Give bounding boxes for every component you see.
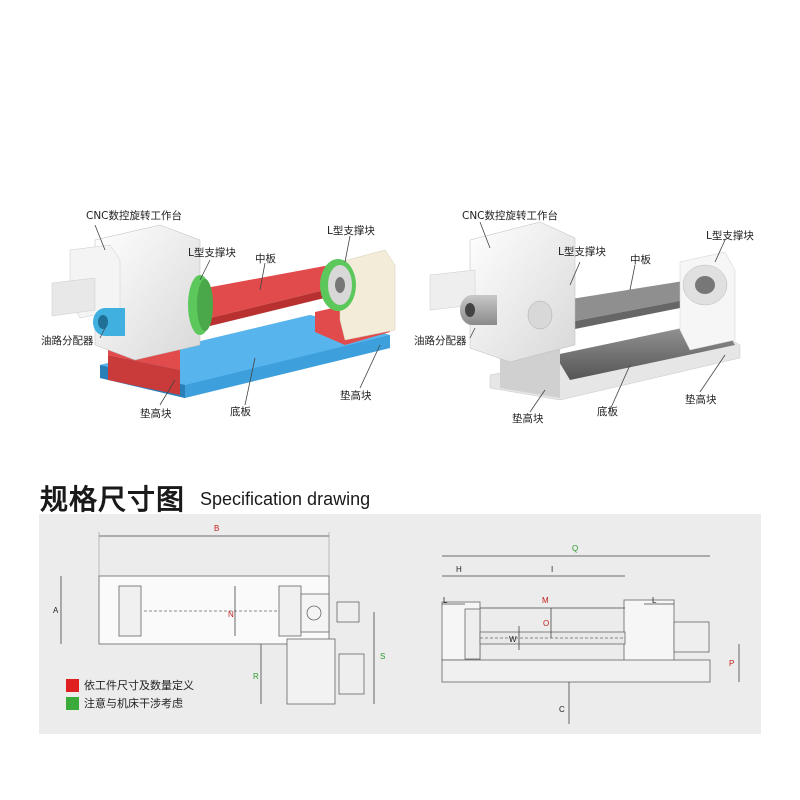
dim-s: S <box>380 652 385 661</box>
legend-swatch-red <box>66 678 79 692</box>
label-cnc-table-gray: CNC数控旋转工作台 <box>462 210 559 222</box>
label-l-block-gray: L型支撑块 <box>558 246 606 258</box>
dim-l2: L <box>652 596 657 605</box>
label-base-plate-gray: 底板 <box>597 406 618 418</box>
label-cnc-table: CNC数控旋转工作台 <box>86 210 183 222</box>
section-title-cn: 规格尺寸图 <box>40 483 186 516</box>
side-view-drawing <box>441 555 740 724</box>
label-l-block-gray-right: L型支撑块 <box>706 230 754 242</box>
top-view-drawing <box>60 532 375 705</box>
label-base-plate: 底板 <box>230 406 251 418</box>
label-riser-block-gray: 垫高块 <box>512 413 544 425</box>
label-middle-plate-gray: 中板 <box>630 254 651 266</box>
dim-b: B <box>214 524 219 533</box>
section-title-en: Specification drawing <box>200 489 371 509</box>
legend-item-green: 注意与机床干涉考虑 <box>66 696 183 710</box>
dim-a: A <box>53 606 59 615</box>
dim-l1: L <box>443 596 448 605</box>
dim-h: H <box>456 565 462 574</box>
spec-drawings: B A N S R Q H I L L M O W P C <box>53 524 740 724</box>
dim-o: O <box>543 619 549 628</box>
legend-text-red: 依工件尺寸及数量定义 <box>84 679 194 692</box>
label-l-block: L型支撑块 <box>188 247 236 259</box>
label-middle-plate: 中板 <box>255 253 276 265</box>
dim-n: N <box>228 610 234 619</box>
spec-drawing-panel: B A N S R Q H I L L M O W P C 依工件尺寸及数量定义… <box>39 514 761 734</box>
leader-lines <box>94 221 726 413</box>
dim-m: M <box>542 596 549 605</box>
label-riser-block-right: 垫高块 <box>340 390 372 402</box>
legend-item-red: 依工件尺寸及数量定义 <box>66 678 194 692</box>
gray-render <box>429 221 741 401</box>
product-renders <box>51 221 741 413</box>
legend-text-green: 注意与机床干涉考虑 <box>84 697 183 710</box>
dim-i: I <box>551 565 553 574</box>
dim-q: Q <box>572 544 578 553</box>
label-oil-distributor-gray: 油路分配器 <box>414 335 467 347</box>
dim-p: P <box>729 659 734 668</box>
dim-w: W <box>509 635 517 644</box>
label-oil-distributor: 油路分配器 <box>41 335 94 347</box>
label-riser-block: 垫高块 <box>140 408 172 420</box>
label-riser-block-gray-right: 垫高块 <box>685 394 717 406</box>
dim-r: R <box>253 672 259 681</box>
dim-c: C <box>559 705 565 714</box>
colored-render <box>51 224 396 398</box>
label-l-block-right: L型支撑块 <box>327 225 375 237</box>
legend-swatch-green <box>66 696 79 710</box>
